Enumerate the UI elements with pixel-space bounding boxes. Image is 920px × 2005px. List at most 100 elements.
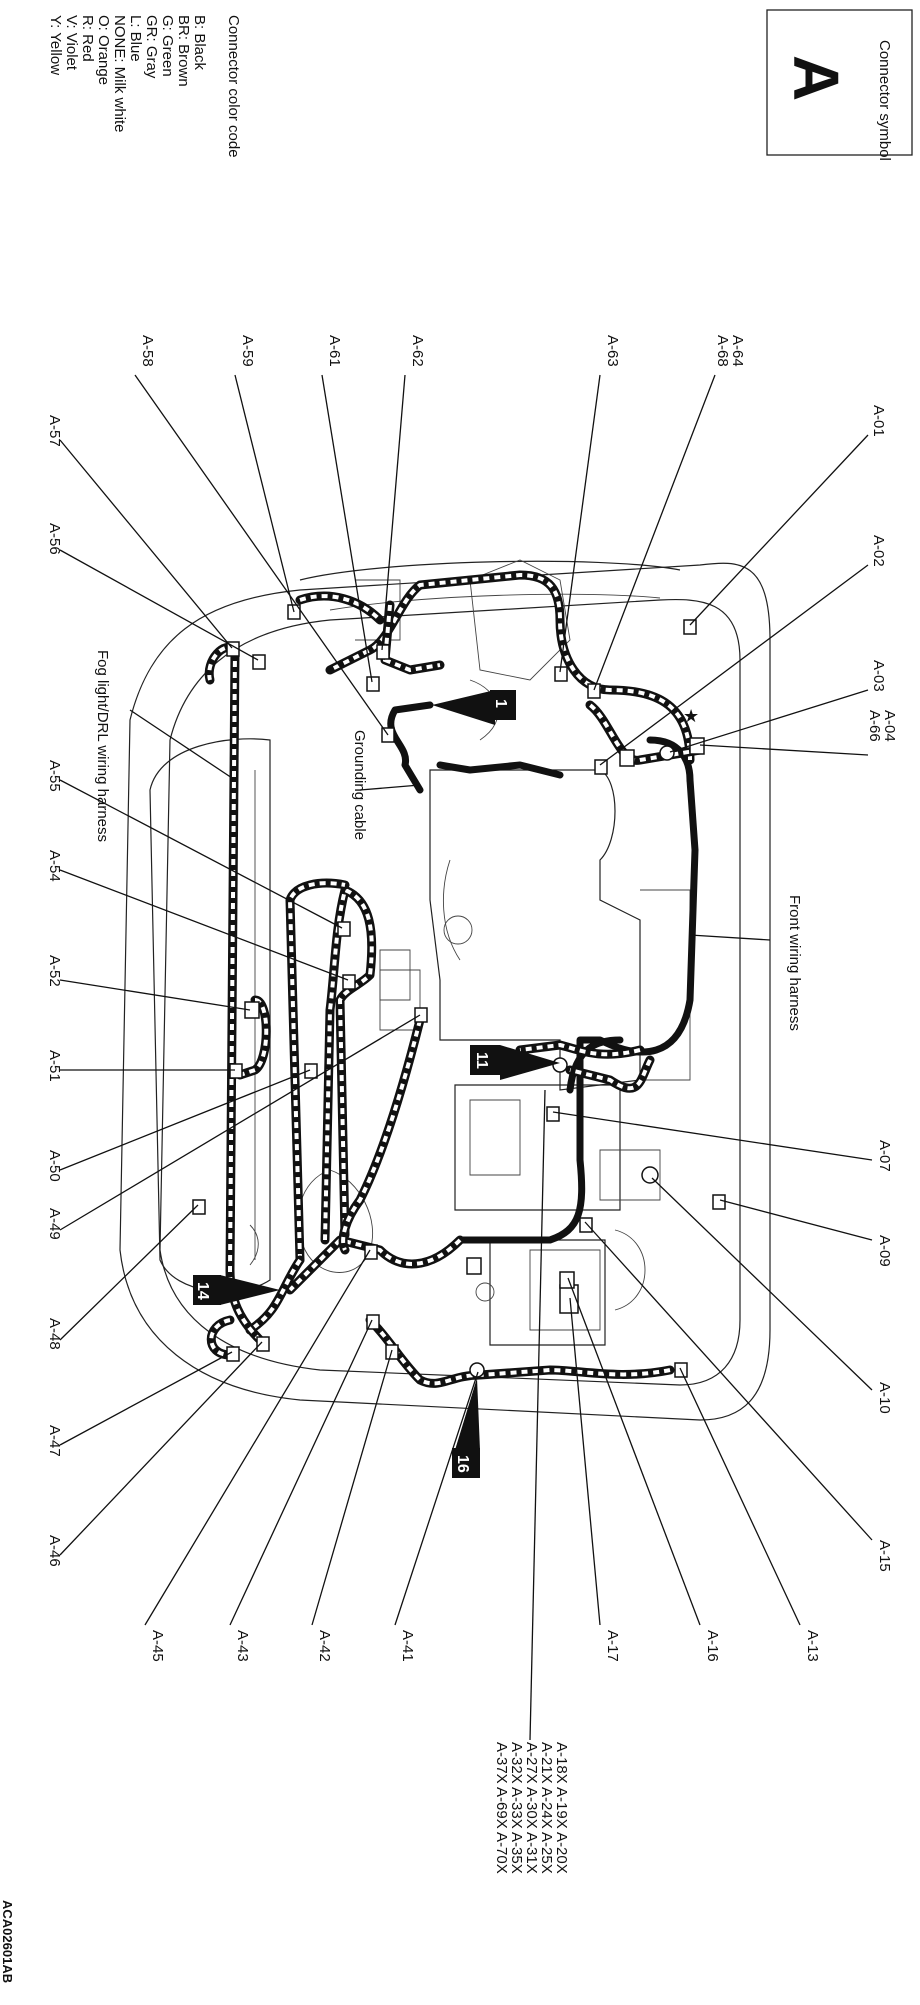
star-marker: ★ [683,706,699,726]
connector-a56-icon [252,654,266,670]
connector-a66-icon [619,749,635,767]
label-a01: A-01 [870,405,887,437]
svg-text:11: 11 [473,1052,490,1069]
connector-symbol-letter: A [780,55,852,101]
label-a59: A-59 [239,335,256,367]
connector-a16-icon [559,1271,575,1289]
connector-a09-icon [712,1194,726,1210]
junction-line: A-21X A-24X A-25X [538,1742,555,1874]
label-a66: A-66 [866,710,883,742]
label-a52: A-52 [46,955,63,987]
figure-code: ACA02601AB [0,1900,15,1983]
label-a09: A-09 [876,1235,893,1267]
label-a07: A-07 [876,1140,893,1172]
callout-labels: A-01 A-02 A-03 A-04 A-66 A-07 A-09 A-10 … [46,335,898,1662]
label-a61: A-61 [326,335,343,367]
connector-ground11-icon [552,1057,568,1073]
connector-a61-icon [366,676,380,692]
harness-routing [204,570,705,1388]
connector-a10-icon [641,1166,659,1184]
label-a51: A-51 [46,1050,63,1082]
ground-markers: 1 11 14 16 [193,690,560,1478]
color-code-title: Connector color code [225,15,242,158]
connectors [192,604,726,1378]
ground-marker-1: 1 [432,690,516,725]
connector-a45-icon [364,1244,378,1260]
label-a04: A-04 [881,710,898,742]
label-a45: A-45 [149,1630,166,1662]
color-code-entry: V: Violet [63,15,80,71]
connector-a46-icon [256,1336,270,1352]
svg-text:1: 1 [492,699,509,708]
label-a64: A-64 [729,335,746,367]
color-code-legend: Connector color code B: Black BR: Brown … [47,15,242,158]
connector-a50-icon [304,1063,318,1079]
label-a02: A-02 [870,535,887,567]
ground-marker-16: 16 [452,1378,480,1478]
color-code-entry: R: Red [79,15,96,62]
connector-a01-icon [683,619,697,635]
color-code-entry: O: Orange [95,15,112,85]
label-a57: A-57 [46,415,63,447]
fog-harness-label: Fog light/DRL wiring harness [94,650,111,842]
connector-a04-icon [689,737,705,755]
junction-line: A-37X A-69X A-70X [493,1742,510,1874]
label-a46: A-46 [46,1535,63,1567]
label-a63: A-63 [604,335,621,367]
connector-a02-icon [594,759,608,775]
color-code-entry: BR: Brown [175,15,192,87]
ground-marker-11: 11 [470,1045,560,1080]
label-a48: A-48 [46,1318,63,1350]
connector-a51-icon [229,1063,243,1079]
label-a62: A-62 [409,335,426,367]
svg-text:14: 14 [194,1282,211,1300]
ground-cable-label: Grounding cable [351,730,368,840]
label-a47: A-47 [46,1425,63,1457]
junction-list: A-18X A-19X A-20X A-21X A-24X A-25X A-27… [493,1742,570,1874]
junction-line: A-27X A-30X A-31X [523,1742,540,1874]
connector-a54-icon [342,974,356,990]
connector-symbol-box: Connector symbol A [766,9,913,161]
connector-a52-icon [244,1001,260,1019]
label-a49: A-49 [46,1208,63,1240]
label-a10: A-10 [876,1382,893,1414]
harness-labels: Front wiring harness Fog light/DRL wirin… [94,650,803,1031]
connector-junction-icon [466,1257,482,1275]
label-a03: A-03 [870,660,887,692]
connector-a07-icon [546,1106,560,1122]
label-a56: A-56 [46,523,63,555]
label-a15: A-15 [876,1540,893,1572]
connector-a62-icon [376,644,390,660]
color-code-entry: L: Blue [127,15,144,62]
connector-symbol-title: Connector symbol [876,40,893,161]
color-code-entry: B: Black [191,15,208,71]
junction-line: A-18X A-19X A-20X [553,1742,570,1874]
label-a43: A-43 [234,1630,251,1662]
label-a50: A-50 [46,1150,63,1182]
label-a42: A-42 [316,1630,333,1662]
connector-a15-icon [579,1217,593,1233]
label-a41: A-41 [399,1630,416,1662]
label-a13: A-13 [804,1630,821,1662]
label-a17: A-17 [604,1630,621,1662]
connector-a48-icon [192,1199,206,1215]
label-a16: A-16 [704,1630,721,1662]
connector-a55-icon [337,921,351,937]
junction-line: A-32X A-33X A-35X [508,1742,525,1874]
label-a54: A-54 [46,850,63,882]
connector-a64-icon [587,683,601,699]
svg-text:16: 16 [454,1455,471,1473]
label-a68: A-68 [714,335,731,367]
color-code-entry: G: Green [159,15,176,77]
label-a58: A-58 [139,335,156,367]
color-code-entry: NONE: Milk white [111,15,128,133]
connector-a03-icon [659,745,675,761]
leader-lines [59,374,873,1741]
color-code-entry: GR: Gray [143,15,160,79]
ground-marker-14: 14 [193,1275,280,1305]
front-harness-label: Front wiring harness [786,895,803,1031]
connector-a49-icon [414,1007,428,1023]
color-code-entry: Y: Yellow [47,15,64,75]
label-a55: A-55 [46,760,63,792]
